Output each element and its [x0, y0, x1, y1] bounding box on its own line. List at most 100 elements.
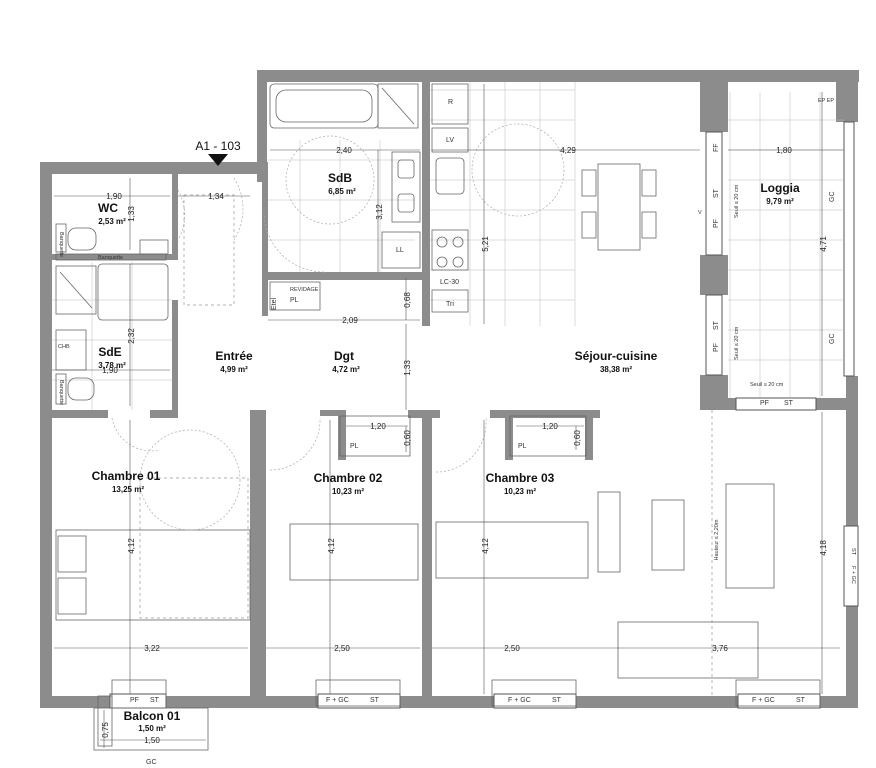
dimension: 4,71	[819, 236, 828, 252]
room-name: Chambre 02	[314, 471, 383, 485]
annotation: Seuil ≤ 20 cm	[734, 326, 740, 360]
annotation: ST	[150, 697, 160, 704]
annotation: Banquette	[58, 380, 64, 405]
dimension-lines	[52, 84, 844, 748]
annotation: LC-30	[440, 279, 459, 286]
dimension: 0,68	[403, 292, 412, 308]
arrow-down-icon	[208, 154, 228, 166]
dimension: 4,12	[327, 538, 336, 554]
annotation: R	[448, 99, 453, 106]
annotation: GC	[829, 192, 836, 203]
annotation: Seuil ≤ 20 cm	[734, 184, 740, 218]
annotation: REVIDAGE	[290, 287, 319, 293]
fixtures	[55, 83, 821, 751]
annotations: Banquette Banquette Banquette CHB Etel P…	[58, 98, 856, 766]
room-area: 1,50 m²	[138, 724, 166, 733]
dimension: 2,50	[334, 644, 350, 653]
dimension: 4,18	[819, 540, 828, 556]
room-name: Chambre 03	[486, 471, 555, 485]
annotation: F + GC	[508, 697, 531, 704]
room-area: 3,78 m²	[98, 361, 126, 370]
dimension: 2,32	[127, 328, 136, 344]
room-name: Entrée	[215, 349, 253, 363]
dimension: 1,90	[102, 366, 118, 375]
room-name: SdE	[98, 345, 121, 359]
annotation: CHB	[58, 344, 70, 350]
annotation: LL	[396, 247, 404, 254]
dimension: 1,50	[144, 736, 160, 745]
dimension-labels: 1,90 1,34 1,33 2,40 3,12 4,29 5,21 1,80 …	[101, 146, 828, 745]
room-area: 4,99 m²	[220, 365, 248, 374]
annotation: ST	[713, 188, 720, 198]
annotation: GC	[146, 759, 157, 766]
dimension: 1,33	[403, 360, 412, 376]
dimension: 1,33	[127, 206, 136, 222]
annotation: F + GC	[850, 566, 856, 584]
dimension: 1,90	[106, 192, 122, 201]
dimension: 1,34	[208, 192, 224, 201]
room-name: Balcon 01	[124, 709, 181, 723]
dimension: 3,22	[144, 644, 160, 653]
annotation: FF	[713, 143, 720, 152]
dimension: 2,09	[342, 316, 358, 325]
annotation: GC	[829, 334, 836, 345]
dimension: 4,12	[127, 538, 136, 554]
annotation: Banquette	[98, 255, 123, 261]
dimension: 1,20	[370, 422, 386, 431]
room-area: 6,85 m²	[328, 187, 356, 196]
annotation: ST	[713, 320, 720, 330]
dimension: 0,60	[403, 430, 412, 446]
room-name: SdB	[328, 171, 352, 185]
annotation: ST	[796, 697, 806, 704]
annotation: Etel	[271, 297, 278, 310]
room-name: Dgt	[334, 349, 354, 363]
annotation: PF	[713, 219, 720, 228]
room-name: Séjour-cuisine	[575, 349, 658, 363]
annotation: V	[698, 210, 702, 216]
room-area: 13,25 m²	[112, 485, 144, 494]
annotation: Banquette	[58, 232, 64, 257]
annotation: ST	[784, 400, 794, 407]
annotation: PF	[760, 400, 769, 407]
annotation: PL	[518, 443, 527, 450]
dimension: 4,12	[481, 538, 490, 554]
dimension: 3,76	[712, 644, 728, 653]
apartment-reference: A1 - 103	[195, 139, 241, 166]
annotation: Seuil ≤ 20 cm	[750, 382, 784, 388]
annotation: ST	[370, 697, 380, 704]
room-area: 10,23 m²	[504, 487, 536, 496]
dimension: 0,60	[573, 430, 582, 446]
dimension: 1,80	[776, 146, 792, 155]
annotation: PL	[350, 443, 359, 450]
room-area: 2,53 m²	[98, 217, 126, 226]
dimension: 3,12	[375, 204, 384, 220]
annotation: F + GC	[752, 697, 775, 704]
room-area: 10,23 m²	[332, 487, 364, 496]
room-area: 9,79 m²	[766, 197, 794, 206]
dimension: 0,75	[101, 722, 110, 738]
room-name: Loggia	[760, 181, 800, 195]
room-labels: WC 2,53 m² SdB 6,85 m² Loggia 9,79 m² Sd…	[92, 171, 800, 733]
annotation: LV	[446, 137, 454, 144]
annotation: PF	[130, 697, 139, 704]
annotation: PL	[290, 297, 299, 304]
reference-label: A1 - 103	[195, 139, 241, 153]
room-area: 4,72 m²	[332, 365, 360, 374]
dimension: 4,29	[560, 146, 576, 155]
dimension: 2,40	[336, 146, 352, 155]
dimension: 5,21	[481, 236, 490, 252]
annotation: EP EP	[818, 98, 834, 104]
annotation: Tri	[446, 301, 454, 308]
dimension: 1,20	[542, 422, 558, 431]
annotation: Hauteur ≤ 2,20m	[714, 519, 720, 560]
room-area: 38,38 m²	[600, 365, 632, 374]
annotation: PF	[713, 343, 720, 352]
dimension: 2,50	[504, 644, 520, 653]
room-name: Chambre 01	[92, 469, 161, 483]
walls	[40, 70, 859, 708]
room-name: WC	[98, 201, 118, 215]
annotation: F + GC	[326, 697, 349, 704]
annotation: ST	[552, 697, 562, 704]
annotation: ST	[850, 548, 856, 556]
